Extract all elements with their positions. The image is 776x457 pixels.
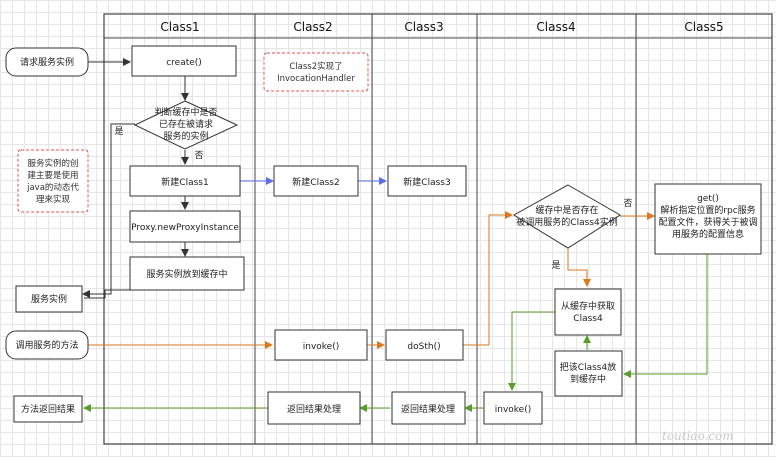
node-call-method-label: 调用服务的方法: [15, 339, 78, 351]
node-get5-line4: 用服务的配置信息: [672, 228, 744, 240]
node-put-class4-line2: 到缓存中: [570, 373, 606, 385]
node-put-cache: [129, 256, 245, 291]
arrow-get4-invoke4: [508, 311, 555, 391]
node-request-label: 请求服务实例: [20, 56, 74, 68]
node-class4-check: [513, 184, 621, 249]
node-put-cache-label: 服务实例放到缓存中: [146, 268, 227, 280]
node-new-class2: [273, 165, 359, 197]
note-dynamic-proxy-line4: 理来实现: [36, 194, 71, 205]
node-dosth: [385, 329, 464, 361]
node-result: [13, 395, 83, 423]
note-dynamic-proxy-line2: 建主要是使用: [27, 170, 78, 181]
node-return3: [391, 391, 466, 425]
node-new-class2-label: 新建Class2: [292, 176, 339, 188]
node-return3-label: 返回结果处理: [401, 403, 455, 415]
lane-header-class3: Class3: [404, 20, 443, 34]
node-result-label: 方法返回结果: [21, 403, 75, 415]
node-service-instance: [15, 285, 83, 313]
node-invoke4: [483, 391, 543, 425]
watermark: toutiao.com: [662, 429, 734, 443]
node-dosth-label: doSth(): [407, 342, 440, 352]
note-dynamic-proxy-line1: 服务实例的创: [27, 158, 78, 169]
arrow-check4-yes: [567, 248, 591, 287]
node-get5-line2: 解析指定位置的rpc服务: [660, 204, 755, 216]
node-new-class3: [387, 165, 467, 197]
connectors: [82, 58, 708, 412]
lane-header-class2: Class2: [293, 20, 332, 34]
arrow-check-yes-instance: [82, 123, 135, 298]
node-return2-label: 返回结果处理: [287, 403, 341, 415]
node-create: [131, 45, 237, 77]
node-invoke2: [274, 329, 368, 361]
note-class2-line2: InvocationHandler: [277, 74, 355, 84]
arrow-dosth-check4: [463, 211, 513, 346]
node-new-class1: [129, 165, 241, 197]
nodes: 请求服务实例 服务实例 调用服务的方法 方法返回结果 服务实例的创 建主要是使用…: [5, 45, 762, 425]
node-cache-check-line1: 判断缓存中是否: [154, 106, 217, 118]
node-get-class4-line2: Class4: [573, 314, 603, 324]
node-request: [5, 47, 89, 77]
node-new-class3-label: 新建Class3: [403, 176, 450, 188]
node-cache-check-line3: 服务的实例: [163, 130, 208, 142]
node-proxy-label: Proxy.newProxyInstance: [131, 223, 239, 233]
lane-header-class1: Class1: [160, 20, 199, 34]
node-new-class1-label: 新建Class1: [161, 176, 208, 188]
label-no: 否: [194, 150, 203, 161]
node-get-class4-line1: 从缓存中获取: [561, 300, 615, 312]
note-dynamic-proxy-line3: java的动态代: [26, 182, 79, 193]
node-put-class4: [554, 350, 623, 397]
node-return2: [267, 391, 361, 425]
node-get5: [654, 183, 762, 255]
node-service-instance-label: 服务实例: [31, 293, 67, 305]
node-cache-check: [133, 100, 239, 150]
node-invoke4-label: invoke(): [495, 405, 532, 415]
node-get5-line1: get(): [697, 194, 719, 204]
arrow-get5-put4: [623, 254, 708, 378]
label-class4-yes: 是: [551, 260, 560, 271]
lane-header-class5: Class5: [684, 20, 723, 34]
node-class4-check-line1: 缓存中是否存在: [535, 204, 598, 216]
lane-header-class4: Class4: [536, 20, 575, 34]
node-call-method: [5, 330, 89, 360]
node-cache-check-line2: 已存在被请求: [159, 118, 213, 130]
note-dynamic-proxy: [17, 149, 89, 213]
label-class4-no: 否: [623, 198, 632, 209]
note-class2: [263, 52, 369, 92]
node-get-class4: [554, 288, 622, 336]
node-create-label: create(): [166, 58, 202, 68]
node-proxy: [129, 210, 241, 243]
arrow-cache-instance: [84, 289, 130, 299]
node-class4-check-line2: 被调用服务的Class4实例: [516, 216, 617, 228]
node-put-class4-line1: 把该Class4放: [560, 361, 616, 373]
node-invoke2-label: invoke(): [303, 342, 340, 352]
node-get5-line3: 配置文件，获得关于被调: [658, 216, 757, 228]
label-yes: 是: [114, 126, 123, 137]
swimlanes: Class1 Class2 Class3 Class4 Class5: [103, 13, 773, 445]
note-class2-line1: Class2实现了: [289, 61, 342, 72]
